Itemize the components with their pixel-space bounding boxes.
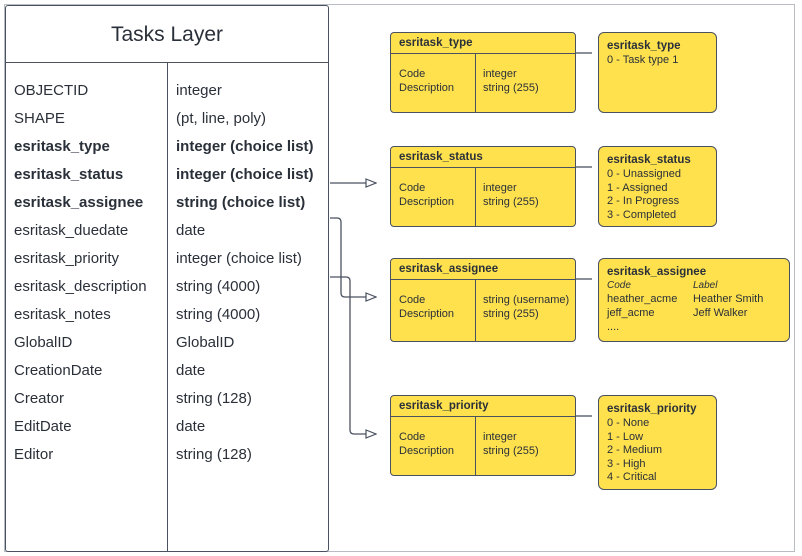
panel-col-header-label: Label xyxy=(693,280,718,291)
table-esritask-assignee[interactable]: esritask_assignee Code Description strin… xyxy=(390,258,576,342)
entity-column-divider xyxy=(167,63,168,551)
table-cell-description-label: Description xyxy=(399,196,455,208)
entity-field-type: integer (choice list) xyxy=(176,138,314,155)
entity-field-type: date xyxy=(176,362,206,379)
table-cell-code-label: Code xyxy=(399,182,426,194)
table-header: esritask_type xyxy=(391,33,575,54)
panel-value: 1 - Low xyxy=(607,430,644,443)
entity-field-name: esritask_description xyxy=(14,278,147,295)
entity-field-name: Creator xyxy=(14,390,65,407)
panel-esritask-assignee-values[interactable]: esritask_assignee Code Label heather_acm… xyxy=(598,258,790,342)
entity-field-name: esritask_notes xyxy=(14,306,111,323)
panel-title: esritask_priority xyxy=(607,403,697,415)
panel-esritask-status-values[interactable]: esritask_status 0 - Unassigned 1 - Assig… xyxy=(598,146,717,227)
table-esritask-status[interactable]: esritask_status Code Description integer… xyxy=(390,146,576,227)
table-esritask-priority[interactable]: esritask_priority Code Description integ… xyxy=(390,395,576,476)
table-cell-code-type: integer xyxy=(483,431,517,443)
table-cell-code-label: Code xyxy=(399,68,426,80)
panel-title: esritask_type xyxy=(607,40,681,52)
table-header: esritask_priority xyxy=(391,396,575,417)
entity-field-name: esritask_priority xyxy=(14,250,120,267)
panel-esritask-type-values[interactable]: esritask_type 0 - Task type 1 xyxy=(598,32,717,113)
entity-field-name: esritask_status xyxy=(14,166,124,183)
table-cell-code-label: Code xyxy=(399,294,426,306)
entity-field-name: esritask_type xyxy=(14,138,110,155)
entity-field-name: EditDate xyxy=(14,418,72,435)
table-cell-description-type: string (255) xyxy=(483,445,539,457)
entity-field-name: CreationDate xyxy=(14,362,103,379)
entity-field-type: GlobalID xyxy=(176,334,235,351)
table-column-divider xyxy=(475,280,476,341)
entity-field-name: esritask_duedate xyxy=(14,222,129,239)
entity-field-type: integer (choice list) xyxy=(176,250,302,267)
entity-title: Tasks Layer xyxy=(6,6,328,63)
entity-field-type: string (128) xyxy=(176,390,252,407)
table-cell-description-type: string (255) xyxy=(483,196,539,208)
table-cell-description-type: string (255) xyxy=(483,308,539,320)
entity-field-type: string (4000) xyxy=(176,278,261,295)
panel-value: 4 - Critical xyxy=(607,471,657,483)
table-esritask-type[interactable]: esritask_type Code Description integer s… xyxy=(390,32,576,113)
table-header: esritask_status xyxy=(391,147,575,168)
panel-row-label: Heather Smith xyxy=(693,293,764,305)
panel-value: 0 - None xyxy=(607,417,650,429)
table-column-divider xyxy=(475,54,476,112)
table-cell-code-type: integer xyxy=(483,182,517,194)
panel-title: esritask_assignee xyxy=(607,266,707,278)
entity-field-name: GlobalID xyxy=(14,334,73,351)
panel-value: 1 - Assigned xyxy=(607,181,668,194)
entity-field-type: date xyxy=(176,222,206,239)
panel-value: 0 - Task type 1 xyxy=(607,54,679,66)
entity-field-type: integer xyxy=(176,82,222,99)
panel-column-headers: Code Label xyxy=(607,280,781,293)
panel-row: heather_acme Heather Smith xyxy=(607,293,781,307)
entity-field-name: OBJECTID xyxy=(14,82,89,99)
entity-field-type: (pt, line, poly) xyxy=(176,110,267,127)
table-cell-code-type: integer xyxy=(483,68,517,80)
panel-value: 3 - Completed xyxy=(607,208,677,221)
panel-row: jeff_acme Jeff Walker xyxy=(607,307,781,321)
panel-col-header-code: Code xyxy=(607,280,631,291)
table-cell-code-label: Code xyxy=(399,431,426,443)
entity-field-name: Editor xyxy=(14,446,54,463)
entity-field-name: SHAPE xyxy=(14,110,65,127)
entity-field-name: esritask_assignee xyxy=(14,194,144,211)
panel-row-label: Jeff Walker xyxy=(693,307,748,319)
panel-value: 2 - In Progress xyxy=(607,195,680,207)
panel-esritask-priority-values[interactable]: esritask_priority 0 - None 1 - Low 2 - M… xyxy=(598,395,717,490)
table-cell-description-label: Description xyxy=(399,308,455,320)
panel-value: 3 - High xyxy=(607,457,646,470)
entity-field-type: date xyxy=(176,418,206,435)
table-header: esritask_assignee xyxy=(391,259,575,280)
panel-title: esritask_status xyxy=(607,154,691,166)
entity-field-type: string (128) xyxy=(176,446,252,463)
table-cell-description-type: string (255) xyxy=(483,82,539,94)
entity-field-type: string (choice list) xyxy=(176,194,306,211)
table-cell-description-label: Description xyxy=(399,445,455,457)
entity-field-type: integer (choice list) xyxy=(176,166,314,183)
table-column-divider xyxy=(475,417,476,475)
table-cell-description-label: Description xyxy=(399,82,455,94)
panel-value: 2 - Medium xyxy=(607,444,663,456)
panel-row-code: jeff_acme xyxy=(607,307,655,319)
table-column-divider xyxy=(475,168,476,226)
panel-row-code: heather_acme xyxy=(607,293,678,305)
entity-field-type: string (4000) xyxy=(176,306,261,323)
table-cell-code-type: string (username) xyxy=(483,294,570,306)
panel-value: 0 - Unassigned xyxy=(607,168,681,180)
panel-ellipsis: .... xyxy=(607,321,620,333)
